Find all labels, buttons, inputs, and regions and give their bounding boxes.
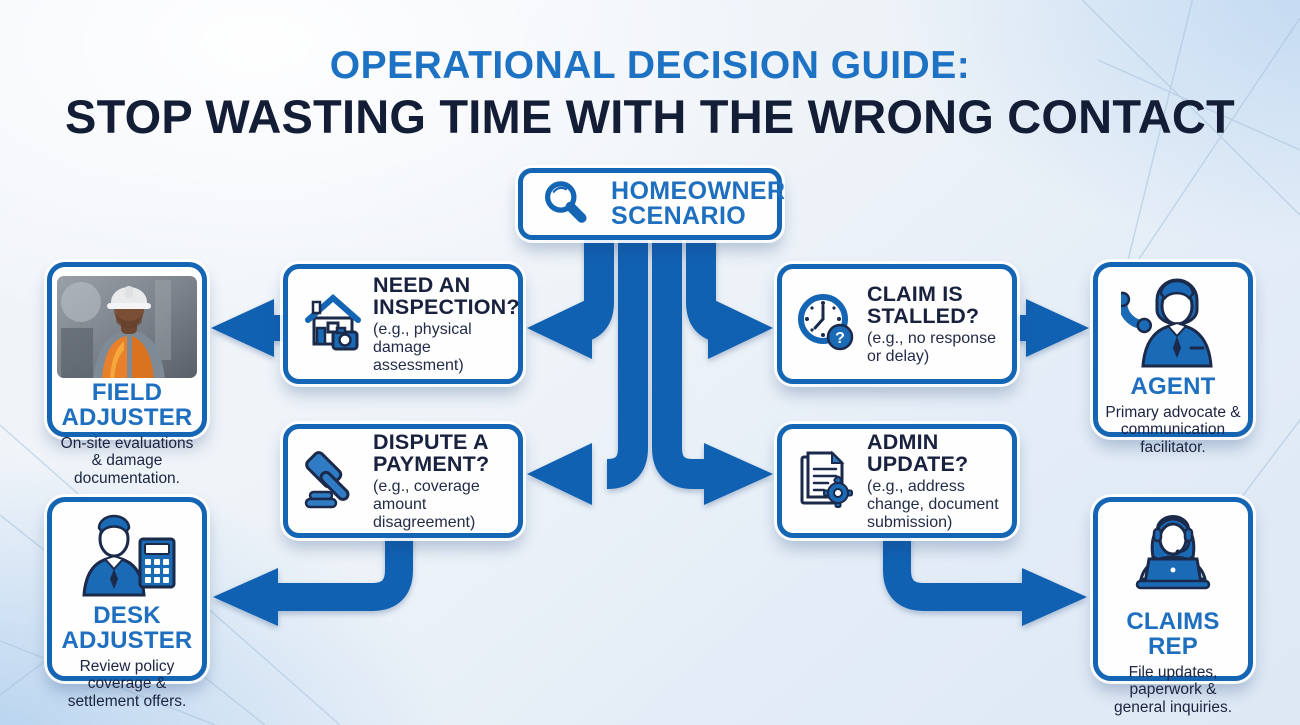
arrowhead-dispute [527,443,592,505]
title-line-1: OPERATIONAL DECISION GUIDE: [329,44,971,87]
node-claims-rep: CLAIMS REP File updates, paperwork & gen… [1093,497,1253,716]
node-field-adjuster: FIELD ADJUSTER On-site evaluations & dam… [47,262,207,487]
role-description: On-site evaluations & damage documentati… [60,434,194,487]
house-camera-icon [300,288,364,360]
role-description: File updates, paperwork & general inquir… [1113,663,1233,716]
arrowhead-agent [1026,299,1089,357]
arrowhead-desk-adjuster [213,568,278,626]
role-description: Review policy coverage & settlement offe… [67,657,187,710]
svg-text:?: ? [835,330,845,347]
document-gear-icon [794,447,858,515]
field-worker-photo [57,276,197,378]
arrow-admin-to-claims-rep [883,536,1024,611]
question-text: ADMIN UPDATE? (e.g., address change, doc… [867,431,1004,532]
question-title: CLAIM IS STALLED? [867,281,980,328]
gavel-icon [300,448,364,514]
question-text: DISPUTE A PAYMENT? (e.g., coverage amoun… [373,431,510,532]
clock-question-icon: ? [794,290,858,358]
question-example: (e.g., coverage amount disagreement) [373,478,480,531]
arrow-scenario-to-admin [652,237,706,489]
question-text: NEED AN INSPECTION? (e.g., physical dama… [373,274,520,375]
agent-phone-icon [1121,276,1225,372]
arrowhead-inspection [527,297,592,359]
role-title: CLAIMS REP [1126,608,1220,660]
person-calculator-icon [72,511,182,601]
role-description: Primary advocate & communication facilit… [1105,403,1241,456]
page-title: OPERATIONAL DECISION GUIDE: STOP WASTING… [0,44,1300,144]
question-example: (e.g., no response or delay) [867,330,996,365]
arrow-dispute-to-desk-adjuster [276,536,413,611]
arrowhead-field-adjuster [211,299,274,357]
node-dispute-a-payment: DISPUTE A PAYMENT? (e.g., coverage amoun… [283,424,523,538]
arrowhead-claims-rep [1022,568,1087,626]
role-title: FIELD ADJUSTER [61,379,193,431]
node-admin-update: ADMIN UPDATE? (e.g., address change, doc… [777,424,1017,538]
role-title: AGENT [1130,373,1216,400]
magnifier-icon [537,176,601,232]
root-node-label: HOMEOWNER SCENARIO [611,177,786,230]
node-agent: AGENT Primary advocate & communication f… [1093,262,1253,456]
question-title: DISPUTE A PAYMENT? [373,429,490,477]
question-text: CLAIM IS STALLED? (e.g., no response or … [867,281,1004,366]
title-line-2: STOP WASTING TIME WITH THE WRONG CONTACT [65,90,1235,143]
question-title: NEED AN INSPECTION? [373,272,520,320]
arrow-scenario-to-dispute [606,237,648,489]
node-claim-is-stalled: ? CLAIM IS STALLED? (e.g., no response o… [777,264,1017,384]
role-title: DESK ADJUSTER [61,602,193,654]
arrowhead-admin [704,443,773,505]
question-title: ADMIN UPDATE? [867,429,969,477]
arrowhead-stalled [708,297,773,359]
node-homeowner-scenario: HOMEOWNER SCENARIO [518,168,786,240]
headset-laptop-icon [1113,511,1233,607]
node-desk-adjuster: DESK ADJUSTER Review policy coverage & s… [47,497,207,710]
node-need-an-inspection: NEED AN INSPECTION? (e.g., physical dama… [283,264,523,384]
question-example: (e.g., physical damage assessment) [373,321,472,374]
question-example: (e.g., address change, document submissi… [867,478,999,531]
